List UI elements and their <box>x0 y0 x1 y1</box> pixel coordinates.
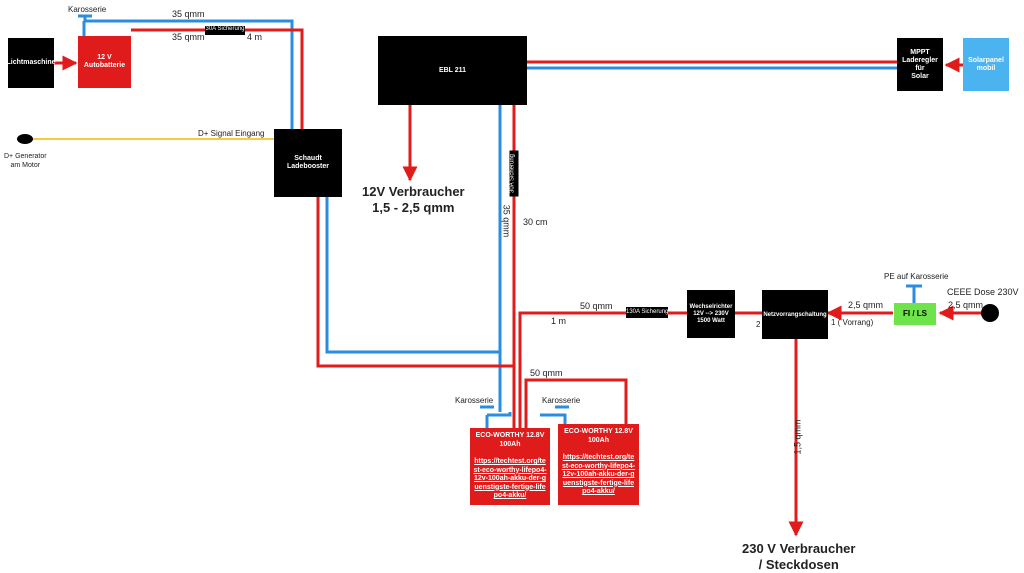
label-50qmm-b: 50 qmm <box>530 368 563 378</box>
negative-wires <box>82 19 897 430</box>
battery-2-link[interactable]: https://techtest.org/test-eco-worthy-lif… <box>561 454 636 495</box>
label-35qmm-vertical: 35 qmm <box>501 204 512 238</box>
label-25qmm-b: 2,5 qmm <box>948 300 984 310</box>
label-30cm: 30 cm <box>523 217 548 227</box>
d-generator-terminal <box>17 134 33 144</box>
label-25qmm-a: 2,5 qmm <box>848 300 884 310</box>
label-d-generator: D+ Generator am Motor <box>4 153 47 169</box>
lifepo4-battery-2: ECO-WORTHY 12.8V 100Ah https://techtest.… <box>558 424 639 505</box>
label-50qmm-a: 50 qmm <box>580 301 613 311</box>
lichtmaschine-box: Lichtmaschine <box>6 38 56 88</box>
label-ceee: CEEE Dose 230V <box>947 287 1019 297</box>
ground-symbols <box>78 14 922 409</box>
label-230v-verbraucher: 230 V Verbraucher / Steckdosen <box>742 541 856 572</box>
label-karosserie-b1: Karosserie <box>455 396 494 405</box>
label-1m: 1 m <box>551 316 567 326</box>
label-vorrang: 1 ( Vorrang) <box>831 318 874 327</box>
label-12v-verbraucher: 12V Verbraucher 1,5 - 2,5 qmm <box>362 184 465 215</box>
autobatterie-label: 12 V Autobatterie <box>83 54 126 69</box>
fuse-30a-top: 30A Sicherung <box>205 26 245 35</box>
label-15qmm: 1,5 qmm <box>792 419 803 455</box>
positive-wires <box>54 28 984 537</box>
label-pe-karosserie: PE auf Karosserie <box>884 272 949 281</box>
ladebooster-label: Schaudt Ladebooster <box>286 155 329 170</box>
label-d-signal: D+ Signal Eingang <box>198 129 265 138</box>
mppt-label: MPPT Laderegler für Solar <box>902 48 938 80</box>
solarpanel-label: Solarpanel mobil <box>968 56 1004 72</box>
solarpanel-box: Solarpanel mobil <box>963 38 1009 91</box>
label-input-2: 2 <box>756 320 761 329</box>
wechselrichter-box: Wechselrichter 12V --> 230V 1500 Watt <box>687 290 735 338</box>
ladebooster-box: Schaudt Ladebooster <box>274 129 342 197</box>
label-35qmm-a: 35 qmm <box>172 9 205 19</box>
label-4m: 4 m <box>247 32 263 42</box>
ebl-label: EBL 211 <box>438 66 467 74</box>
lichtmaschine-label: Lichtmaschine <box>6 59 56 66</box>
autobatterie-box: 12 V Autobatterie <box>78 36 131 88</box>
ebl-box: EBL 211 <box>378 36 527 105</box>
label-karosserie-top: Karosserie <box>68 5 107 14</box>
wechselrichter-label: Wechselrichter 12V --> 230V 1500 Watt <box>689 303 733 324</box>
battery-2-title: ECO-WORTHY 12.8V 100Ah <box>564 428 633 444</box>
fuse-30a-vertical: 30A Sicherung <box>509 150 519 197</box>
netzvorrang-label: Netzvorrangschaltung <box>763 311 827 318</box>
lifepo4-battery-1: ECO-WORTHY 12.8V 100Ah https://techtest.… <box>470 428 550 505</box>
ceee-socket <box>981 304 999 322</box>
netzvorrang-box: Netzvorrangschaltung <box>762 290 828 339</box>
fi-ls-box: FI / LS <box>894 303 936 325</box>
label-karosserie-b2: Karosserie <box>542 396 581 405</box>
fi-ls-label: FI / LS <box>903 309 927 318</box>
mppt-box: MPPT Laderegler für Solar <box>897 38 943 91</box>
fuse-130a: 130A Sicherung <box>626 307 668 318</box>
battery-1-title: ECO-WORTHY 12.8V 100Ah <box>475 432 545 448</box>
battery-1-link[interactable]: https://techtest.org/test-eco-worthy-lif… <box>473 458 547 499</box>
label-35qmm-b: 35 qmm <box>172 32 205 42</box>
